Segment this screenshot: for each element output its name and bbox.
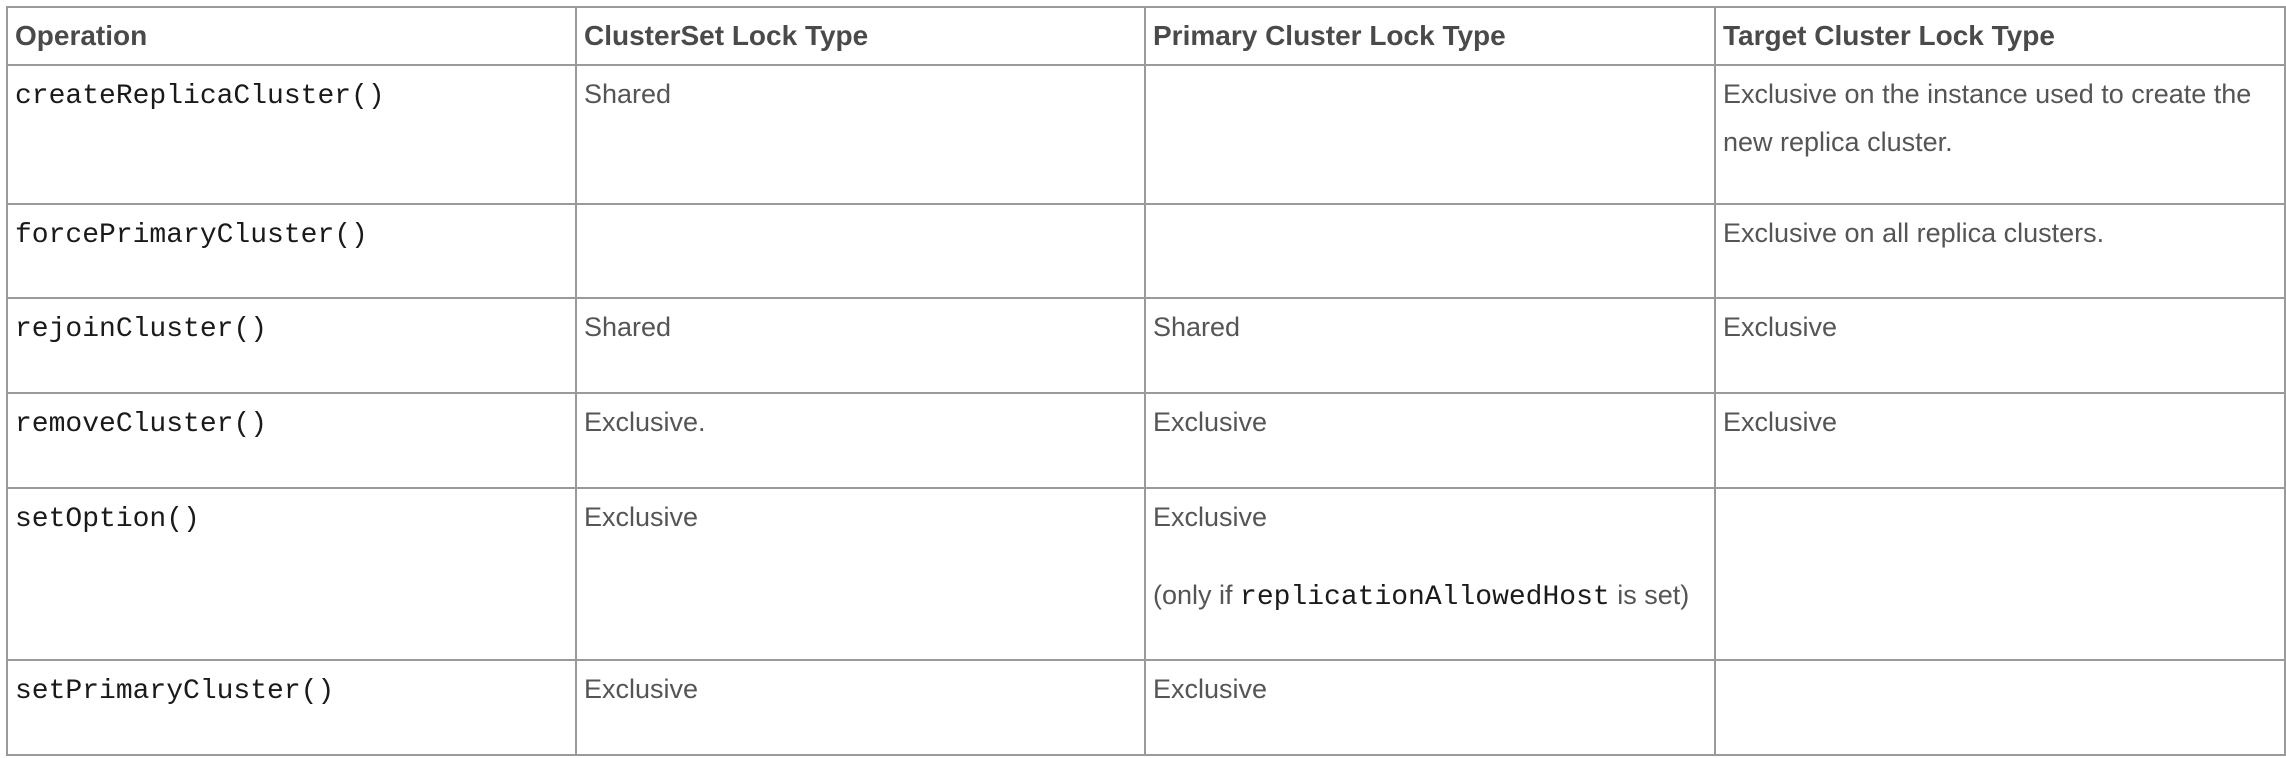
table-row: rejoinCluster() Shared Shared Exclusive — [6, 297, 2286, 394]
primary-lock-value: Exclusive — [1153, 502, 1268, 532]
table-row: forcePrimaryCluster() Exclusive on all r… — [6, 203, 2286, 299]
note-suffix: is set) — [1609, 580, 1690, 610]
clusterset-lock-cell — [575, 203, 1146, 299]
note-prefix: (only if — [1153, 580, 1241, 610]
operation-cell: setOption() — [6, 487, 577, 661]
table-row: createReplicaCluster() Shared Exclusive … — [6, 64, 2286, 205]
operation-cell: removeCluster() — [6, 392, 577, 489]
primary-lock-cell: Exclusive (only if replicationAllowedHos… — [1144, 487, 1716, 661]
operation-cell: setPrimaryCluster() — [6, 659, 577, 756]
target-lock-cell: Exclusive on all replica clusters. — [1714, 203, 2286, 299]
operation-name: createReplicaCluster() — [15, 81, 385, 112]
table-row: setOption() Exclusive Exclusive (only if… — [6, 487, 2286, 661]
target-lock-cell: Exclusive — [1714, 392, 2286, 489]
header-target-cluster-lock-type: Target Cluster Lock Type — [1714, 6, 2286, 66]
operation-name: forcePrimaryCluster() — [15, 220, 368, 251]
primary-lock-cell: Shared — [1144, 297, 1716, 394]
primary-lock-cell: Exclusive — [1144, 392, 1716, 489]
note-option-code: replicationAllowedHost — [1240, 582, 1610, 613]
primary-lock-cell — [1144, 203, 1716, 299]
lock-type-table: Operation ClusterSet Lock Type Primary C… — [6, 6, 2286, 756]
clusterset-lock-cell: Exclusive — [575, 487, 1146, 661]
operation-name: setOption() — [15, 504, 200, 535]
primary-lock-note: (only if replicationAllowedHost is set) — [1153, 571, 1708, 622]
clusterset-lock-cell: Shared — [575, 297, 1146, 394]
operation-name: setPrimaryCluster() — [15, 676, 335, 707]
target-lock-cell — [1714, 659, 2286, 756]
target-lock-cell: Exclusive — [1714, 297, 2286, 394]
operation-cell: forcePrimaryCluster() — [6, 203, 577, 299]
table-row: removeCluster() Exclusive. Exclusive Exc… — [6, 392, 2286, 489]
target-lock-cell: Exclusive on the instance used to create… — [1714, 64, 2286, 205]
operation-name: rejoinCluster() — [15, 314, 268, 345]
operation-name: removeCluster() — [15, 409, 268, 440]
clusterset-lock-cell: Shared — [575, 64, 1146, 205]
table-row: setPrimaryCluster() Exclusive Exclusive — [6, 659, 2286, 756]
clusterset-lock-cell: Exclusive — [575, 659, 1146, 756]
operation-cell: rejoinCluster() — [6, 297, 577, 394]
table-header-row: Operation ClusterSet Lock Type Primary C… — [6, 6, 2286, 66]
clusterset-lock-cell: Exclusive. — [575, 392, 1146, 489]
primary-lock-cell — [1144, 64, 1716, 205]
target-lock-cell — [1714, 487, 2286, 661]
header-clusterset-lock-type: ClusterSet Lock Type — [575, 6, 1146, 66]
primary-lock-cell: Exclusive — [1144, 659, 1716, 756]
operation-cell: createReplicaCluster() — [6, 64, 577, 205]
header-operation: Operation — [6, 6, 577, 66]
header-primary-cluster-lock-type: Primary Cluster Lock Type — [1144, 6, 1716, 66]
